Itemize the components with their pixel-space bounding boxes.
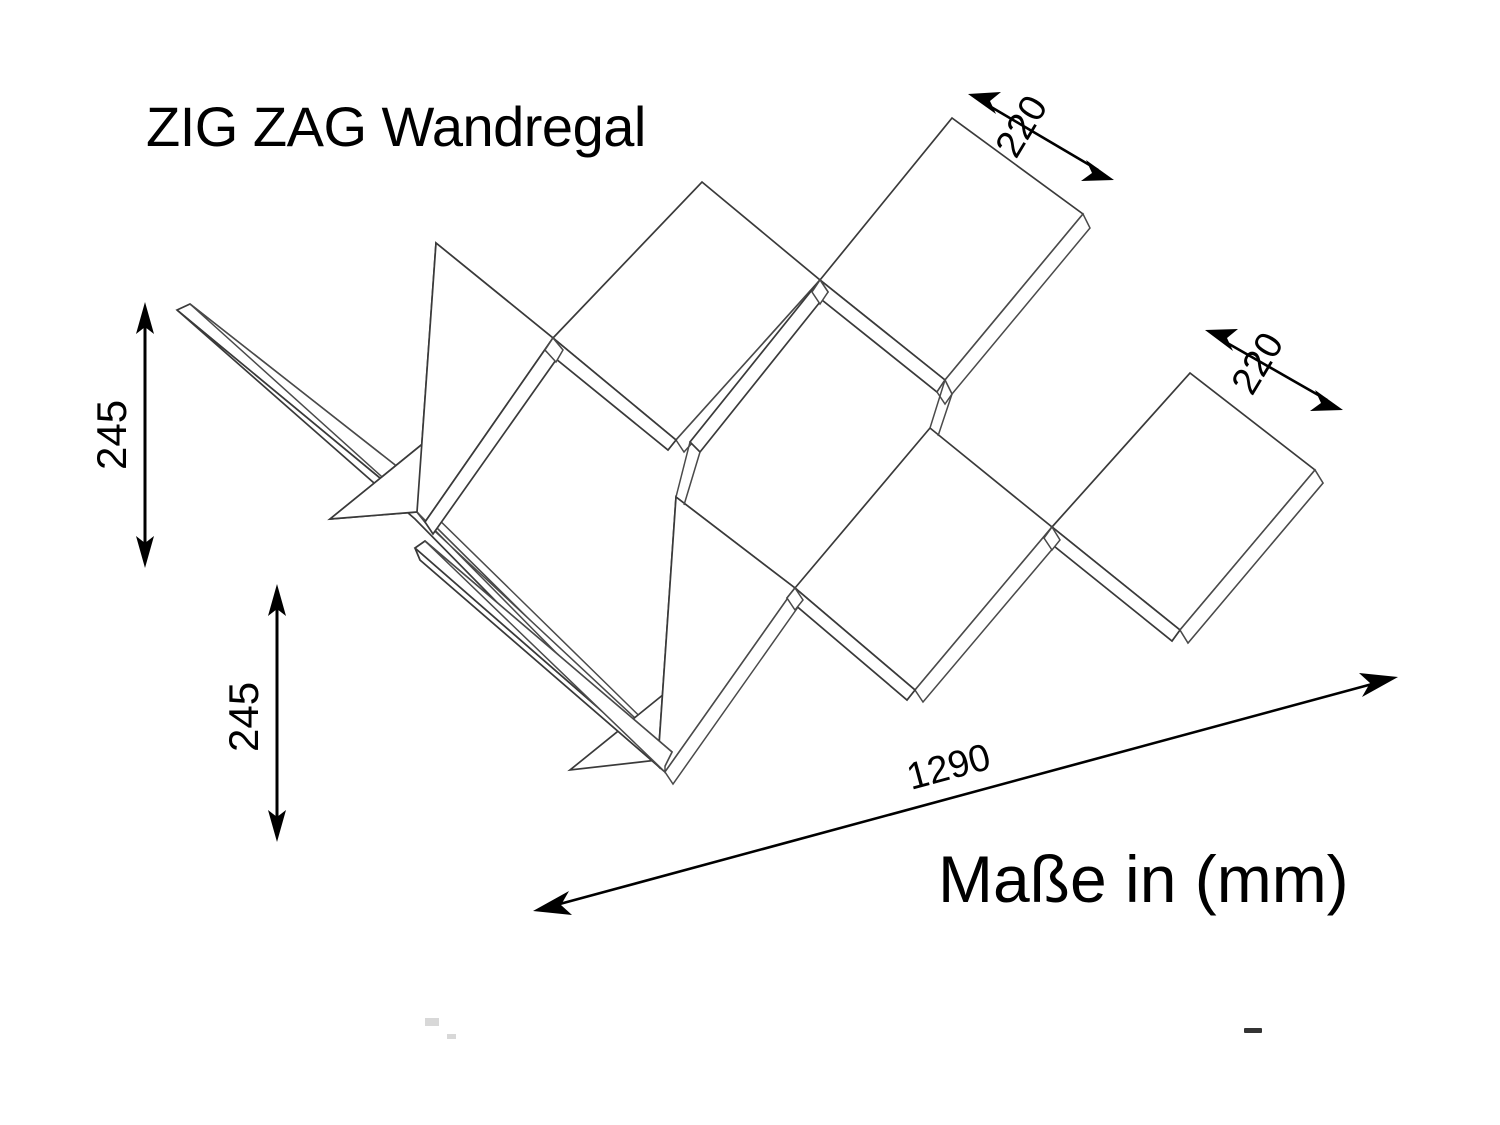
shelf-valley-2 xyxy=(786,586,804,612)
shelf-end-cap-right xyxy=(1179,468,1324,645)
shelf-panel-4 xyxy=(810,116,1091,396)
shelf-panel-6 xyxy=(785,426,1061,704)
shelf-valley-3 xyxy=(1043,525,1061,552)
dimension-depth-bottom: 220 xyxy=(1205,326,1343,411)
shelf-joint-lines xyxy=(675,379,953,506)
scan-artifacts xyxy=(425,1018,1262,1039)
shelf-valley-1 xyxy=(544,336,564,364)
dimension-label-220-bottom: 220 xyxy=(1224,326,1293,402)
dimension-height-upper: 245 xyxy=(88,302,154,568)
page-title: ZIG ZAG Wandregal xyxy=(146,95,646,158)
shelf-valley-4 xyxy=(811,278,829,306)
dimension-total-width: 1290 xyxy=(533,673,1398,915)
shelf-panel-5 xyxy=(413,495,804,786)
units-caption: Maße in (mm) xyxy=(938,842,1349,916)
dimension-label-245-lower: 245 xyxy=(220,682,267,752)
shelf-panel-3 xyxy=(543,180,829,454)
shelf-panel-7 xyxy=(1042,371,1324,645)
dimension-label-245-upper: 245 xyxy=(88,400,135,470)
dimension-height-lower: 245 xyxy=(220,584,286,842)
shelf-assembly xyxy=(175,116,1324,786)
shelf-panel-2 xyxy=(327,241,682,770)
